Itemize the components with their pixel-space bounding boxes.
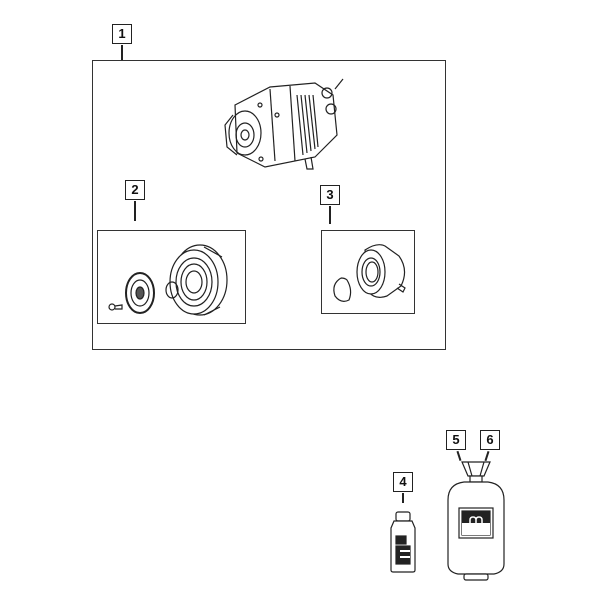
field-coil-frame <box>321 230 415 314</box>
callout-5: 5 <box>446 430 466 450</box>
callout-6: 6 <box>480 430 500 450</box>
callout-3: 3 <box>320 185 340 205</box>
oil-bottle-icon <box>390 511 416 573</box>
clutch-assembly-frame <box>97 230 246 324</box>
leader-line-2 <box>134 201 136 221</box>
compressor-assembly-frame <box>92 60 446 350</box>
callout-4: 4 <box>393 472 413 492</box>
compressor-icon <box>224 78 344 170</box>
refrigerant-container-icon <box>447 461 505 581</box>
callout-1: 1 <box>112 24 132 44</box>
callout-2: 2 <box>125 180 145 200</box>
field-coil-icon <box>333 244 406 302</box>
leader-line-1 <box>121 45 123 60</box>
clutch-assembly-icon <box>108 244 228 316</box>
leader-line-3 <box>329 206 331 224</box>
leader-line-4 <box>402 493 404 503</box>
